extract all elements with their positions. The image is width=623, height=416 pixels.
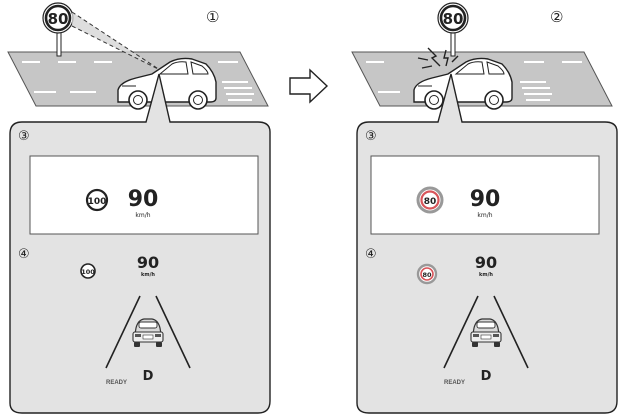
meter-speed-unit: km/h: [141, 272, 155, 278]
step-label: ②: [550, 8, 563, 26]
ready-indicator: READY: [106, 380, 127, 386]
hud-section-label: ③: [365, 129, 377, 144]
lane-line-right: [155, 295, 191, 369]
meter-display: ④ 100 90 km/h READY D: [18, 247, 191, 386]
sign-post: [450, 31, 456, 57]
gear-indicator: D: [481, 369, 492, 384]
meter-speed: 90: [475, 253, 497, 272]
callout-panel: [356, 73, 618, 414]
meter-section-label: ④: [18, 247, 30, 262]
meter-speed: 90: [137, 253, 159, 272]
hud-section-label: ③: [18, 129, 30, 144]
head-up-display: 80 90 km/h: [370, 155, 600, 235]
motion-lines: [222, 81, 254, 101]
motion-lines: [520, 81, 552, 101]
scene-1: 80 ① ③ 100 90 km/h ④ 100 90 km/h: [7, 2, 271, 414]
meter-sign-value: 80: [422, 271, 432, 279]
lane-line-left: [105, 295, 141, 369]
hud-speed-unit: km/h: [477, 212, 492, 219]
callout-panel: [9, 73, 271, 414]
gear-indicator: D: [143, 369, 154, 384]
roadside-sign-value: 80: [48, 10, 69, 28]
roadside-speed-sign: 80: [437, 2, 469, 34]
recognition-spark-icon: [417, 47, 459, 69]
roadside-sign-value: 80: [443, 10, 464, 28]
scene-2: 80 ② ③ 80 90 km/h ④ 80: [351, 2, 618, 414]
arrow-right-icon: [289, 68, 329, 104]
hud-speed-unit: km/h: [135, 212, 150, 219]
meter-sign-value: 100: [81, 268, 95, 276]
ready-indicator: READY: [444, 380, 465, 386]
lane-markings: [366, 61, 582, 93]
hud-speed: 90: [128, 187, 159, 212]
hud-sign-value: 100: [88, 197, 107, 207]
hud-sign-value: 80: [424, 197, 437, 207]
meter-display: ④ 80 90 km/h READY D: [365, 247, 529, 386]
roadside-speed-sign: 80: [42, 2, 74, 34]
hud-speed: 90: [470, 187, 501, 212]
step-label: ①: [206, 8, 219, 26]
hud-speed-sign-icon: [85, 188, 109, 212]
meter-speed-unit: km/h: [479, 272, 493, 278]
lane-line-left: [443, 295, 479, 369]
meter-section-label: ④: [365, 247, 377, 262]
lane-line-right: [493, 295, 529, 369]
head-up-display: 100 90 km/h: [29, 155, 259, 235]
sign-post: [56, 31, 62, 57]
meter-speed-sign-icon: [80, 263, 96, 279]
